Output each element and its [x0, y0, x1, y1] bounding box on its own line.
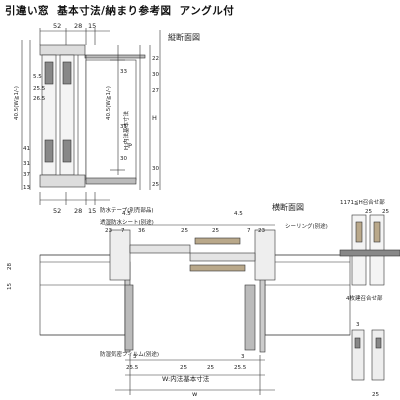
htop-dim-4: 36	[138, 228, 145, 234]
detail-bot-dim-2: 25	[372, 392, 379, 398]
callout-sealing: シーリング(別途)	[285, 222, 328, 230]
hbot-dim-3: 25	[180, 365, 187, 371]
label-vertical-section: 縦断面図	[168, 32, 200, 42]
top-dim-3: 15	[88, 22, 96, 30]
side-dim-13: 13	[23, 185, 30, 191]
side-dim-33: 33	[120, 69, 127, 75]
side-dim-41: 41	[23, 146, 30, 152]
detail-bot-dim-1: 3	[356, 322, 360, 328]
top-dim-1: 52	[53, 22, 61, 30]
htop-dim-5: 25	[181, 228, 188, 234]
vertical-section	[21, 28, 161, 205]
label-horizontal-section: 横断面図	[272, 202, 304, 212]
detail-bottom	[351, 329, 385, 381]
left-vertical-label: 40.5(W≧1/-)	[14, 86, 20, 120]
inner-height-label: H:内法基本寸法	[122, 111, 130, 150]
diagram-title: 引違い窓 基本寸法/納まり参考図 アングル付	[5, 3, 238, 18]
bottom-dim-2: 28	[74, 207, 82, 215]
label-detail-bottom: 4枚建召合せ部	[346, 294, 383, 302]
hside-dim-28: 28	[7, 263, 13, 270]
right-dim-30: 30	[152, 72, 159, 78]
hside-dim-15: 15	[7, 283, 13, 290]
htop-dim-8: 7	[247, 228, 251, 234]
mid-vertical-label: 40.5(W≧1/-)	[106, 86, 112, 120]
top-dim-2: 28	[74, 22, 82, 30]
side-dim-37: 37	[23, 172, 30, 178]
side-dim-31b: 31	[23, 161, 30, 167]
side-dim-55: 5.5	[33, 74, 42, 80]
label-detail-top: 1171≦H召合せ部	[340, 198, 385, 206]
hbot-dim-1: 3	[133, 354, 137, 360]
side-dim-31: 31	[120, 124, 127, 130]
title-main: 引違い窓	[5, 5, 49, 17]
detail-top-dim-2: 25	[382, 209, 389, 215]
right-dim-27: 27	[152, 88, 159, 94]
hbot-dim-2: 25.5	[126, 365, 139, 371]
htop-dim-7: 4.5	[234, 211, 243, 217]
detail-top	[339, 214, 400, 286]
width-inner-label: W:内法基本寸法	[162, 374, 210, 383]
side-dim-p: P	[128, 142, 132, 150]
hbot-dim-6: 25.5	[234, 365, 247, 371]
detail-top-dim-1: 25	[365, 209, 372, 215]
side-dim-255: 25.5	[33, 86, 46, 92]
htop-dim-3: 7	[121, 228, 125, 234]
width-overall-label: w	[192, 390, 198, 398]
right-dim-22: 22	[152, 56, 159, 62]
htop-dim-2: 23	[105, 228, 112, 234]
hbot-dim-4: 25	[207, 365, 214, 371]
right-dim-30b: 30	[152, 166, 159, 172]
bottom-dim-3: 15	[88, 207, 96, 215]
htop-dim-1: 4.5	[122, 211, 131, 217]
htop-dim-9: 23	[258, 228, 265, 234]
title-suffix: アングル付	[179, 5, 235, 17]
right-dim-25: 25	[152, 182, 159, 188]
title-sub: 基本寸法/納まり参考図	[57, 5, 172, 17]
side-dim-265: 26.5	[33, 96, 46, 102]
side-dim-30: 30	[120, 156, 127, 162]
callout-breathable-sheet: 透湿防水シート(別途)	[100, 218, 154, 226]
callout-waterproof-tape: 防水テープ(別売部品)	[100, 206, 153, 214]
bottom-dim-1: 52	[53, 207, 61, 215]
hbot-dim-5: 3	[241, 354, 245, 360]
horizontal-section	[39, 224, 351, 395]
right-dim-h: H	[152, 114, 157, 122]
callout-vapor-film: 防湿気密フィルム(別途)	[100, 350, 159, 358]
htop-dim-6: 25	[212, 228, 219, 234]
